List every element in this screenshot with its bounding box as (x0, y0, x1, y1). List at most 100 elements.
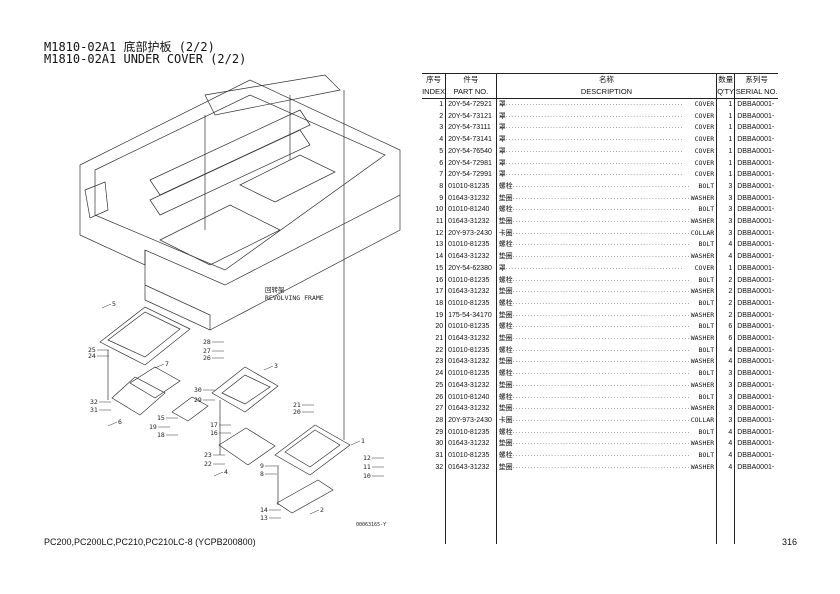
callout-11: 11 (363, 463, 371, 471)
empty-cell (716, 473, 735, 544)
cell-serial: DBBA0001- (734, 157, 778, 170)
cell-serial: DBBA0001- (734, 251, 778, 263)
revolving-frame-drawing (79, 74, 401, 331)
desc-en: BOLT (698, 369, 715, 378)
desc-cn: 垫圈 (498, 463, 513, 471)
cell-index: 22 (435, 346, 444, 354)
cell-index: 5 (439, 147, 444, 155)
cell-part-no: 01010-81235 (445, 321, 497, 334)
callout-18: 18 (157, 431, 165, 439)
cell-part-no: 20Y-973-2430 (445, 414, 497, 427)
cell-description: 螺栓......................................… (495, 274, 717, 287)
leader-dots: ........................................… (505, 171, 684, 178)
callout-6: 6 (118, 418, 122, 426)
desc-en: WASHER (690, 217, 715, 226)
desc-cn: 罩 (498, 112, 506, 120)
cell-serial: DBBA0001- (734, 145, 778, 158)
cover-5 (99, 306, 191, 366)
cell-description: 螺栓......................................… (495, 368, 717, 380)
leader-dots: ........................................… (512, 463, 691, 470)
callout-22: 22 (204, 460, 212, 468)
desc-en: COVER (694, 170, 715, 179)
desc-cn: 垫圈 (498, 311, 513, 319)
cell-qty: 3 (716, 180, 735, 193)
cell-description: 罩.......................................… (495, 145, 717, 158)
cell-qty: 6 (716, 333, 735, 345)
leader-dots: ........................................… (512, 428, 691, 435)
cell-serial: DBBA0001- (734, 333, 778, 345)
empty-cell (734, 473, 778, 544)
header-desc-en: DESCRIPTION (495, 86, 717, 99)
cover-4 (218, 427, 276, 466)
cell-description: 卡圈......................................… (495, 414, 717, 427)
cell-index: 32 (435, 463, 444, 471)
cell-index: 17 (435, 288, 444, 296)
desc-en: WASHER (690, 357, 715, 366)
cell-part-no: 01643-31232 (445, 192, 497, 205)
cell-qty: 3 (716, 403, 735, 415)
leader-dots: ........................................… (512, 182, 691, 189)
cell-description: 垫圈......................................… (495, 333, 717, 345)
desc-en: BOLT (698, 205, 715, 214)
cell-part-no: 20Y-54-72981 (445, 157, 497, 170)
cell-part-no: 20Y-54-72991 (445, 169, 497, 181)
cell-qty: 3 (716, 192, 735, 205)
cell-qty: 3 (716, 204, 735, 217)
desc-en: BOLT (698, 181, 715, 190)
callout-numbers: 1234567891011121314151617181920212223242… (88, 300, 384, 522)
callout-3: 3 (274, 362, 278, 370)
leader-dots: ........................................… (505, 264, 684, 271)
leader-dots: ........................................… (505, 101, 684, 107)
callout-8: 8 (260, 470, 264, 478)
desc-en: WASHER (690, 334, 715, 343)
desc-en: WASHER (690, 380, 715, 389)
cell-part-no: 01010-81235 (445, 297, 497, 310)
cell-serial: DBBA0001- (734, 98, 778, 111)
desc-en: COLLAR (690, 415, 715, 424)
cell-index: 18 (435, 299, 444, 307)
desc-en: BOLT (698, 298, 715, 307)
callout-9: 9 (260, 462, 264, 470)
cell-serial: DBBA0001- (734, 239, 778, 252)
cell-description: 螺栓......................................… (495, 391, 717, 404)
cell-serial: DBBA0001- (734, 180, 778, 193)
cell-description: 螺栓......................................… (495, 297, 717, 310)
cell-description: 垫圈......................................… (495, 438, 717, 451)
desc-en: COVER (694, 263, 715, 272)
cover-parts-drawing (99, 90, 351, 514)
cell-qty: 2 (716, 297, 735, 310)
cell-part-no: 20Y-54-73141 (445, 134, 497, 146)
desc-en: COLLAR (690, 228, 715, 237)
cell-description: 罩.......................................… (495, 134, 717, 146)
cover-2 (276, 479, 334, 514)
cell-serial: DBBA0001- (734, 134, 778, 146)
cell-index: 10 (435, 206, 444, 214)
desc-cn: 螺栓 (498, 241, 513, 249)
desc-en: WASHER (690, 310, 715, 319)
cell-index: 23 (435, 358, 444, 366)
cell-index: 24 (435, 370, 444, 378)
leader-dots: ........................................… (512, 323, 691, 330)
header-qty-en: Q'TY (716, 86, 735, 99)
cell-serial: DBBA0001- (734, 450, 778, 462)
cell-serial: DBBA0001- (734, 368, 778, 380)
callout-32: 32 (90, 398, 98, 406)
desc-cn: 卡圈 (498, 229, 513, 237)
cell-qty: 1 (716, 110, 735, 123)
callout-17: 17 (210, 421, 218, 429)
callout-2: 2 (320, 506, 324, 514)
cell-qty: 4 (716, 239, 735, 252)
callout-23: 23 (204, 451, 212, 459)
cell-description: 罩.......................................… (495, 122, 717, 135)
cell-index: 20 (435, 323, 444, 331)
